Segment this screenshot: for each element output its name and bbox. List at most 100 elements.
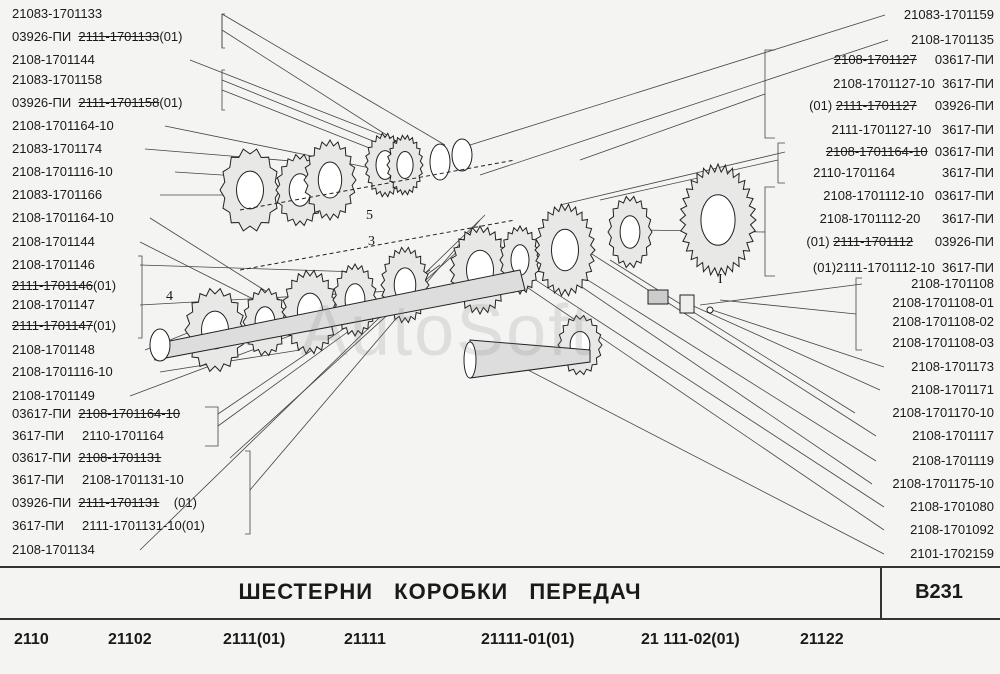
part-number-text: 2108-1701147 xyxy=(12,297,95,312)
part-number-text: 2108-1701146 xyxy=(12,257,95,272)
group-bracket xyxy=(205,406,219,447)
left-part-label: 21083-1701174 xyxy=(12,141,102,156)
part-number-text: 2108-1701164-10 xyxy=(825,144,928,159)
part-number-text: 2108-1701119 xyxy=(912,453,994,468)
left-part-label: 3617-ПИ 2111-1701131-10(01) xyxy=(12,518,205,533)
leader-line xyxy=(469,339,885,555)
detent-plate xyxy=(679,294,695,314)
part-number-text: 03926-ПИ xyxy=(916,98,994,113)
left-part-label: 2108-1701116-10 xyxy=(12,364,113,379)
right-part-label: (01)2111-1701112-10 3617-ПИ xyxy=(813,260,994,275)
part-number-text: 2108-1701164-10 xyxy=(12,210,114,225)
part-number-text: 2108-1701131 xyxy=(78,450,162,465)
gear-hub xyxy=(551,228,579,272)
part-number-text: 2110-1701164 3617-ПИ xyxy=(813,165,994,180)
part-number-text: 21083-1701159 xyxy=(903,7,994,22)
right-part-label: 2111-1701127-10 3617-ПИ xyxy=(831,122,994,137)
right-part-label: (01) 2111-1701112 03926-ПИ xyxy=(806,234,994,249)
part-number-text: 2111-1701158 xyxy=(78,95,160,110)
part-number-text: 3617-ПИ 2111-1701131-10(01) xyxy=(12,518,205,533)
right-part-label: 21083-1701159 xyxy=(904,7,994,22)
part-number-text: 21083-1701158 xyxy=(12,72,103,87)
part-number-text: 2108-1701164-10 xyxy=(12,118,114,133)
mark-I: I xyxy=(718,272,723,287)
leader-line xyxy=(479,39,889,176)
part-number-text: (01) xyxy=(809,98,836,113)
part-number-text: 3617-ПИ 2108-1701131-10 xyxy=(12,472,184,487)
right-part-label: 2108-1701164-10 03617-ПИ xyxy=(826,144,994,159)
leader-line xyxy=(229,239,471,459)
part-number-text: 03926-ПИ xyxy=(12,495,79,510)
part-number-text: 2108-1701080 xyxy=(910,499,994,514)
part-number-text: (01)2111-1701112-10 3617-ПИ xyxy=(812,260,994,275)
part-number-text: 2108-1701108-01 xyxy=(892,295,994,310)
model-2110: 2110 xyxy=(14,631,49,648)
part-number-text: 2108-1701144 xyxy=(12,234,95,249)
part-number-text: (01) xyxy=(159,495,197,510)
right-part-label: 2108-1701175-10 xyxy=(892,476,994,491)
right-part-label: 2108-1701112-20 3617-ПИ xyxy=(820,211,994,226)
left-part-label: 2108-1701116-10 xyxy=(12,164,113,179)
gear-illustration xyxy=(149,132,757,379)
group-bracket xyxy=(138,255,143,339)
part-number-text: 2108-1701171 xyxy=(911,382,994,397)
part-number-text: 2108-1701092 xyxy=(910,522,994,537)
left-part-label: 2108-1701147 xyxy=(12,297,95,312)
left-part-label: 3617-ПИ 2110-1701164 xyxy=(12,428,164,443)
gear-hub xyxy=(236,170,264,210)
part-number-text: 2111-1701112 xyxy=(833,234,914,249)
part-number-text: 03926-ПИ xyxy=(12,95,79,110)
page-title: ШЕСТЕРНИ КОРОБКИ ПЕРЕДАЧ xyxy=(238,579,642,604)
section-code: B231 xyxy=(915,581,963,603)
model-21111-02: 21 111-02(01) xyxy=(641,631,740,648)
leader-line xyxy=(609,259,856,414)
part-number-text: 2101-1702159 xyxy=(910,546,994,561)
part-number-text: 2108-1701116-10 xyxy=(12,364,113,379)
leader-line xyxy=(221,29,411,151)
model-21111-01: 21111-01(01) xyxy=(481,631,575,648)
group-bracket xyxy=(855,277,862,351)
leader-line xyxy=(699,283,863,306)
part-number-text: 2108-1701164-10 xyxy=(78,406,181,421)
left-part-label: 2108-1701149 xyxy=(12,388,95,403)
leader-line xyxy=(539,249,877,462)
right-part-label: 2108-1701108-03 xyxy=(892,335,994,350)
part-number-text: 03617-ПИ xyxy=(12,450,79,465)
leader-line xyxy=(489,261,885,531)
right-part-label: 2108-1701171 xyxy=(911,382,994,397)
shaft-end xyxy=(149,328,171,362)
group-bracket xyxy=(245,450,251,535)
right-part-label: 2108-1701092 xyxy=(910,522,994,537)
part-number-text: 2108-1701112-20 3617-ПИ xyxy=(819,211,994,226)
mark-4: 4 xyxy=(166,289,173,304)
part-number-text: 2111-1701127-10 3617-ПИ xyxy=(831,122,994,137)
right-part-label: 2108-1701127 03617-ПИ xyxy=(834,52,994,67)
left-part-label: 2108-1701164-10 xyxy=(12,210,114,225)
leader-line xyxy=(711,309,885,368)
left-part-label: 03926-ПИ 2111-1701158(01) xyxy=(12,95,182,110)
gear-hub xyxy=(619,215,641,249)
right-part-label: 2108-1701173 xyxy=(911,359,994,374)
model-21111: 21111 xyxy=(344,631,386,648)
part-number-text: 2111-1701147 xyxy=(12,318,93,333)
left-part-label: 2108-1701164-10 xyxy=(12,118,114,133)
model-21102: 21102 xyxy=(108,631,152,648)
part-number-text: 2108-1701108-02 xyxy=(892,314,994,329)
left-part-label: 03617-ПИ 2108-1701164-10 xyxy=(12,406,180,421)
part-number-text: 2108-1701127-10 3617-ПИ xyxy=(833,76,994,91)
right-part-label: 2108-1701135 xyxy=(911,32,994,47)
leader-line xyxy=(139,214,486,551)
part-number-text: 03926-ПИ xyxy=(12,29,79,44)
leader-line xyxy=(679,299,881,391)
gear-hub xyxy=(396,151,414,179)
leader-line xyxy=(559,151,786,206)
leader-line xyxy=(221,79,396,151)
leader-line xyxy=(719,299,857,315)
leader-line xyxy=(149,217,281,301)
left-part-label: 2111-1701146(01) xyxy=(12,278,116,293)
part-number-text: 2108-1701144 xyxy=(12,52,95,67)
left-part-label: 2108-1701146 xyxy=(12,257,95,272)
part-number-text: 2111-1701133 xyxy=(78,29,160,44)
part-number-text: 2111-1701131 xyxy=(78,495,160,510)
part-number-text: 2108-1701117 xyxy=(912,428,994,443)
